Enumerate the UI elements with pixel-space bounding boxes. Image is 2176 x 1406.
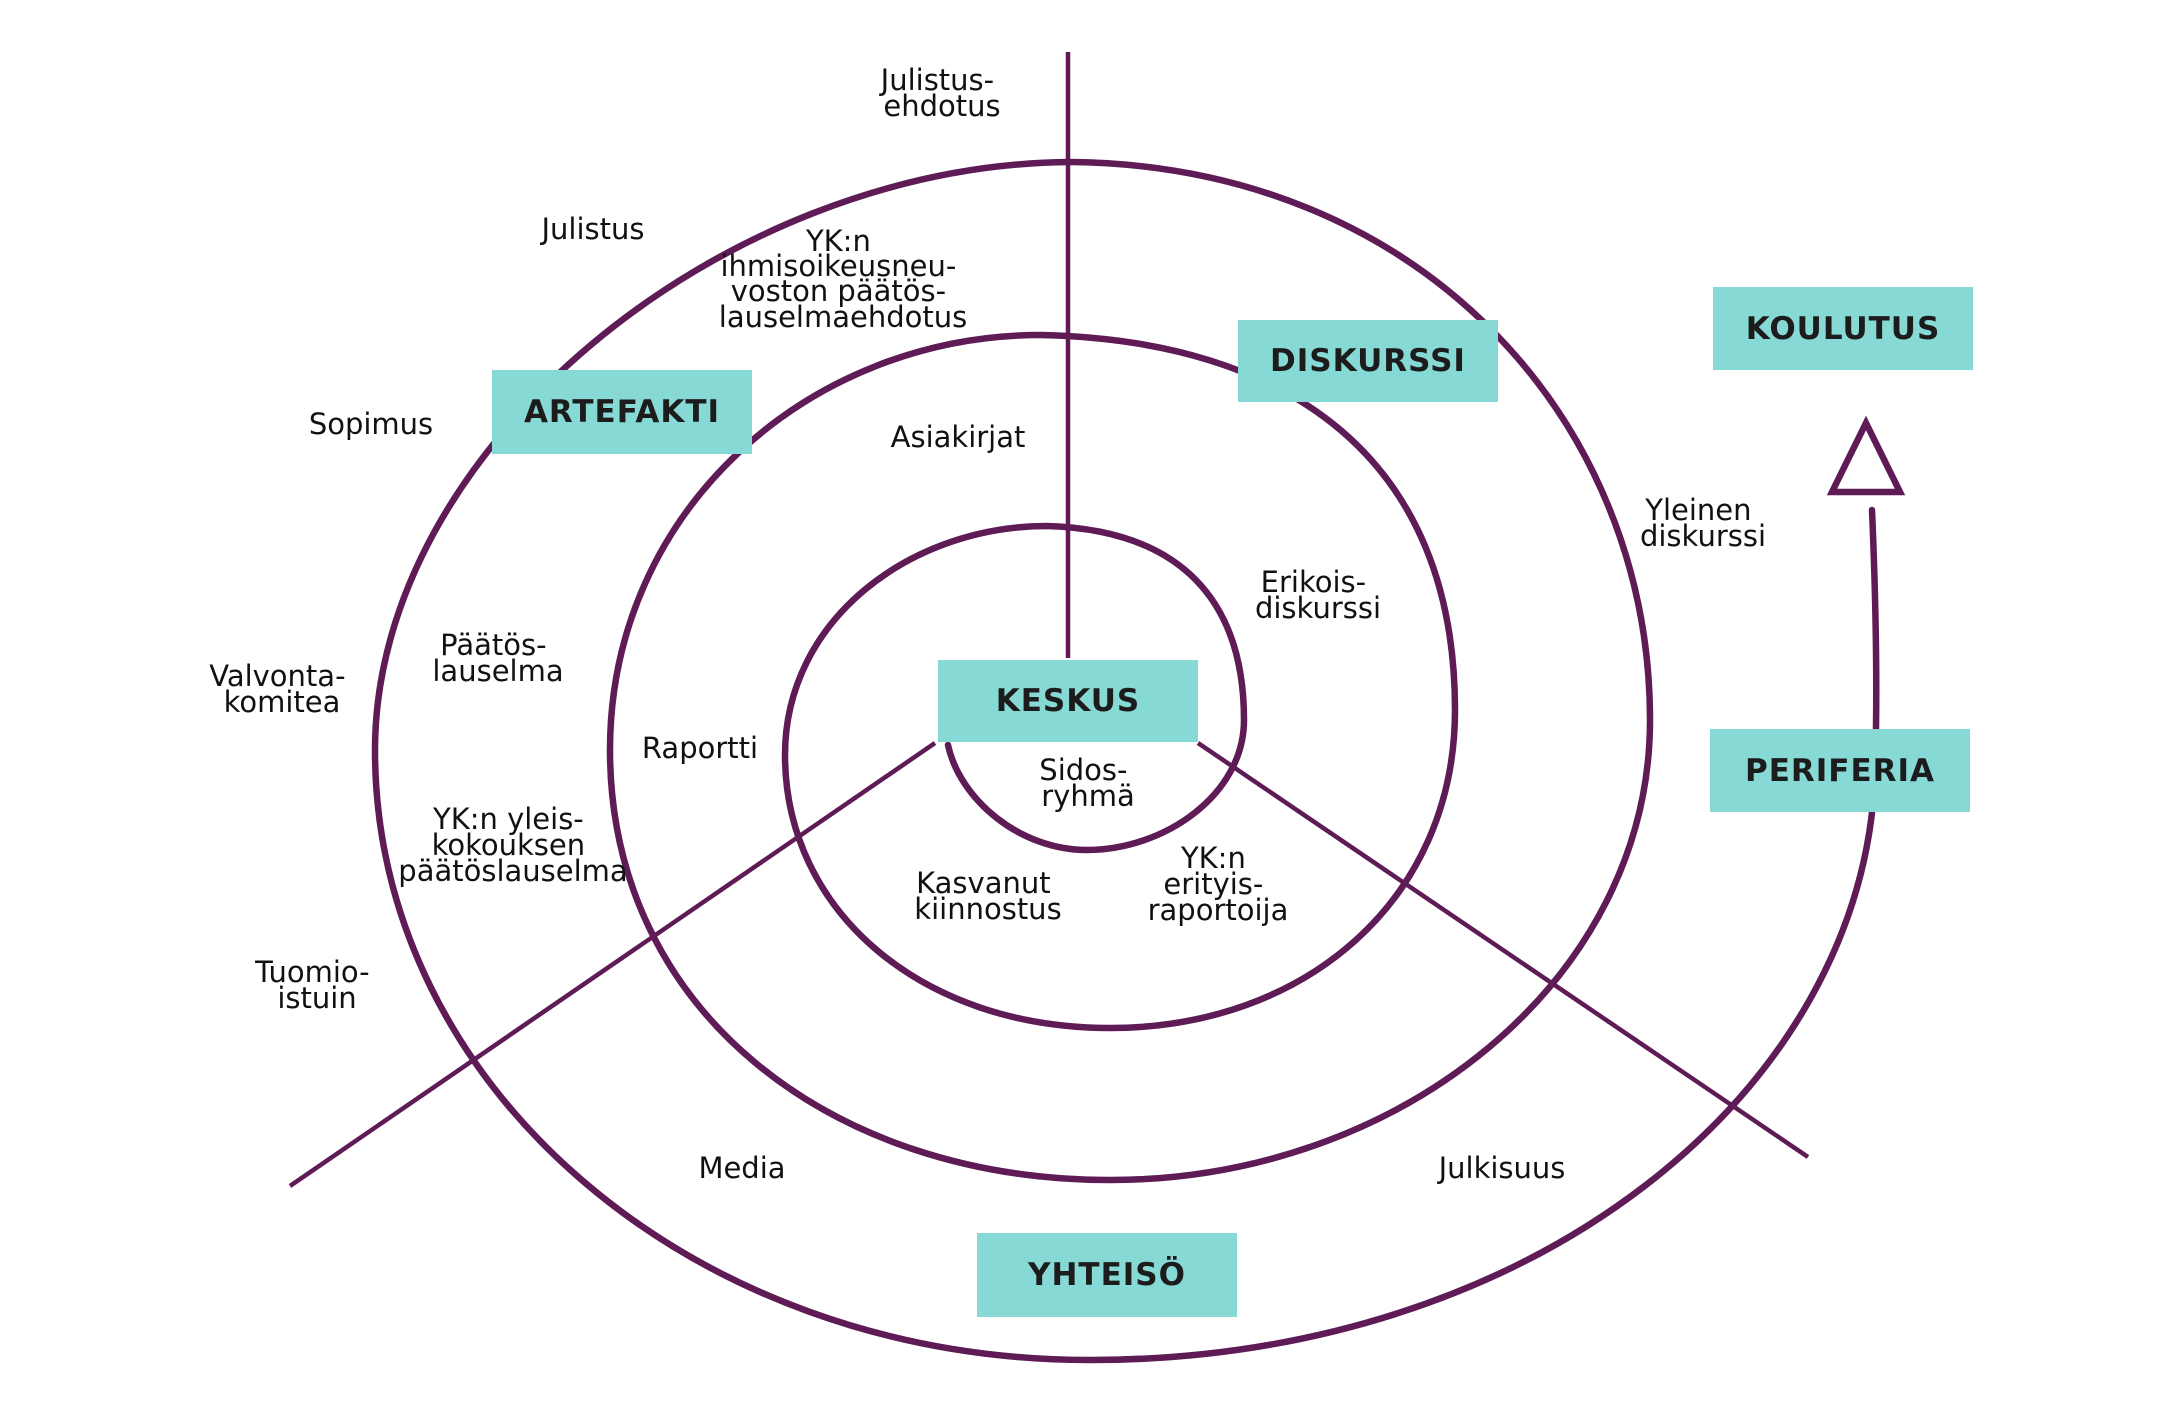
label-sidosryhma: Sidos- ryhmä [1039,753,1136,813]
label-tuomioistuin: Tuomio- istuin [254,955,379,1015]
box-koulutus: KOULUTUS [1713,287,1973,370]
label-valvontakomitea: Valvonta- komitea [209,659,355,719]
box-periferia: PERIFERIA [1710,729,1970,812]
box-yhteiso-label: YHTEISÖ [1027,1256,1186,1293]
box-diskurssi-label: DISKURSSI [1270,343,1466,379]
label-yk-erityisraportoija: YK:n erityis- raportoija [1148,841,1289,927]
label-julistusehdotus: Julistus- ehdotus [879,63,1004,123]
arrow-up-icon [1826,415,1906,496]
box-keskus: KESKUS [938,660,1198,742]
label-julkisuus: Julkisuus [1437,1151,1566,1185]
label-media: Media [698,1151,785,1185]
label-yk-ihmisoikeusneuvosto: YK:n ihmisoikeusneu- voston päätös- laus… [719,224,967,334]
spiral-path [371,158,1880,1364]
label-erikoisdiskurssi: Erikois- diskurssi [1255,565,1381,625]
box-keskus-label: KESKUS [996,683,1141,719]
box-periferia-label: PERIFERIA [1745,753,1935,789]
label-yk-yleiskokous: YK:n yleis- kokouksen päätöslauselma [398,802,627,888]
label-paatoslauselma: Päätös- lauselma [432,628,563,688]
label-kasvanut-kiinnostus: Kasvanut kiinnostus [914,866,1061,926]
label-yleinen-diskurssi: Yleinen diskurssi [1640,493,1766,553]
box-artefakti: ARTEFAKTI [492,370,752,454]
box-koulutus-label: KOULUTUS [1746,311,1941,347]
label-julistus: Julistus [539,212,644,246]
divider-line-right [1196,741,1810,1159]
label-sopimus: Sopimus [309,407,433,441]
label-raportti: Raportti [642,731,758,765]
divider-line-left [288,741,937,1188]
box-artefakti-label: ARTEFAKTI [524,394,720,430]
box-yhteiso: YHTEISÖ [977,1233,1237,1317]
label-asiakirjat: Asiakirjat [891,420,1026,454]
box-diskurssi: DISKURSSI [1238,320,1498,402]
